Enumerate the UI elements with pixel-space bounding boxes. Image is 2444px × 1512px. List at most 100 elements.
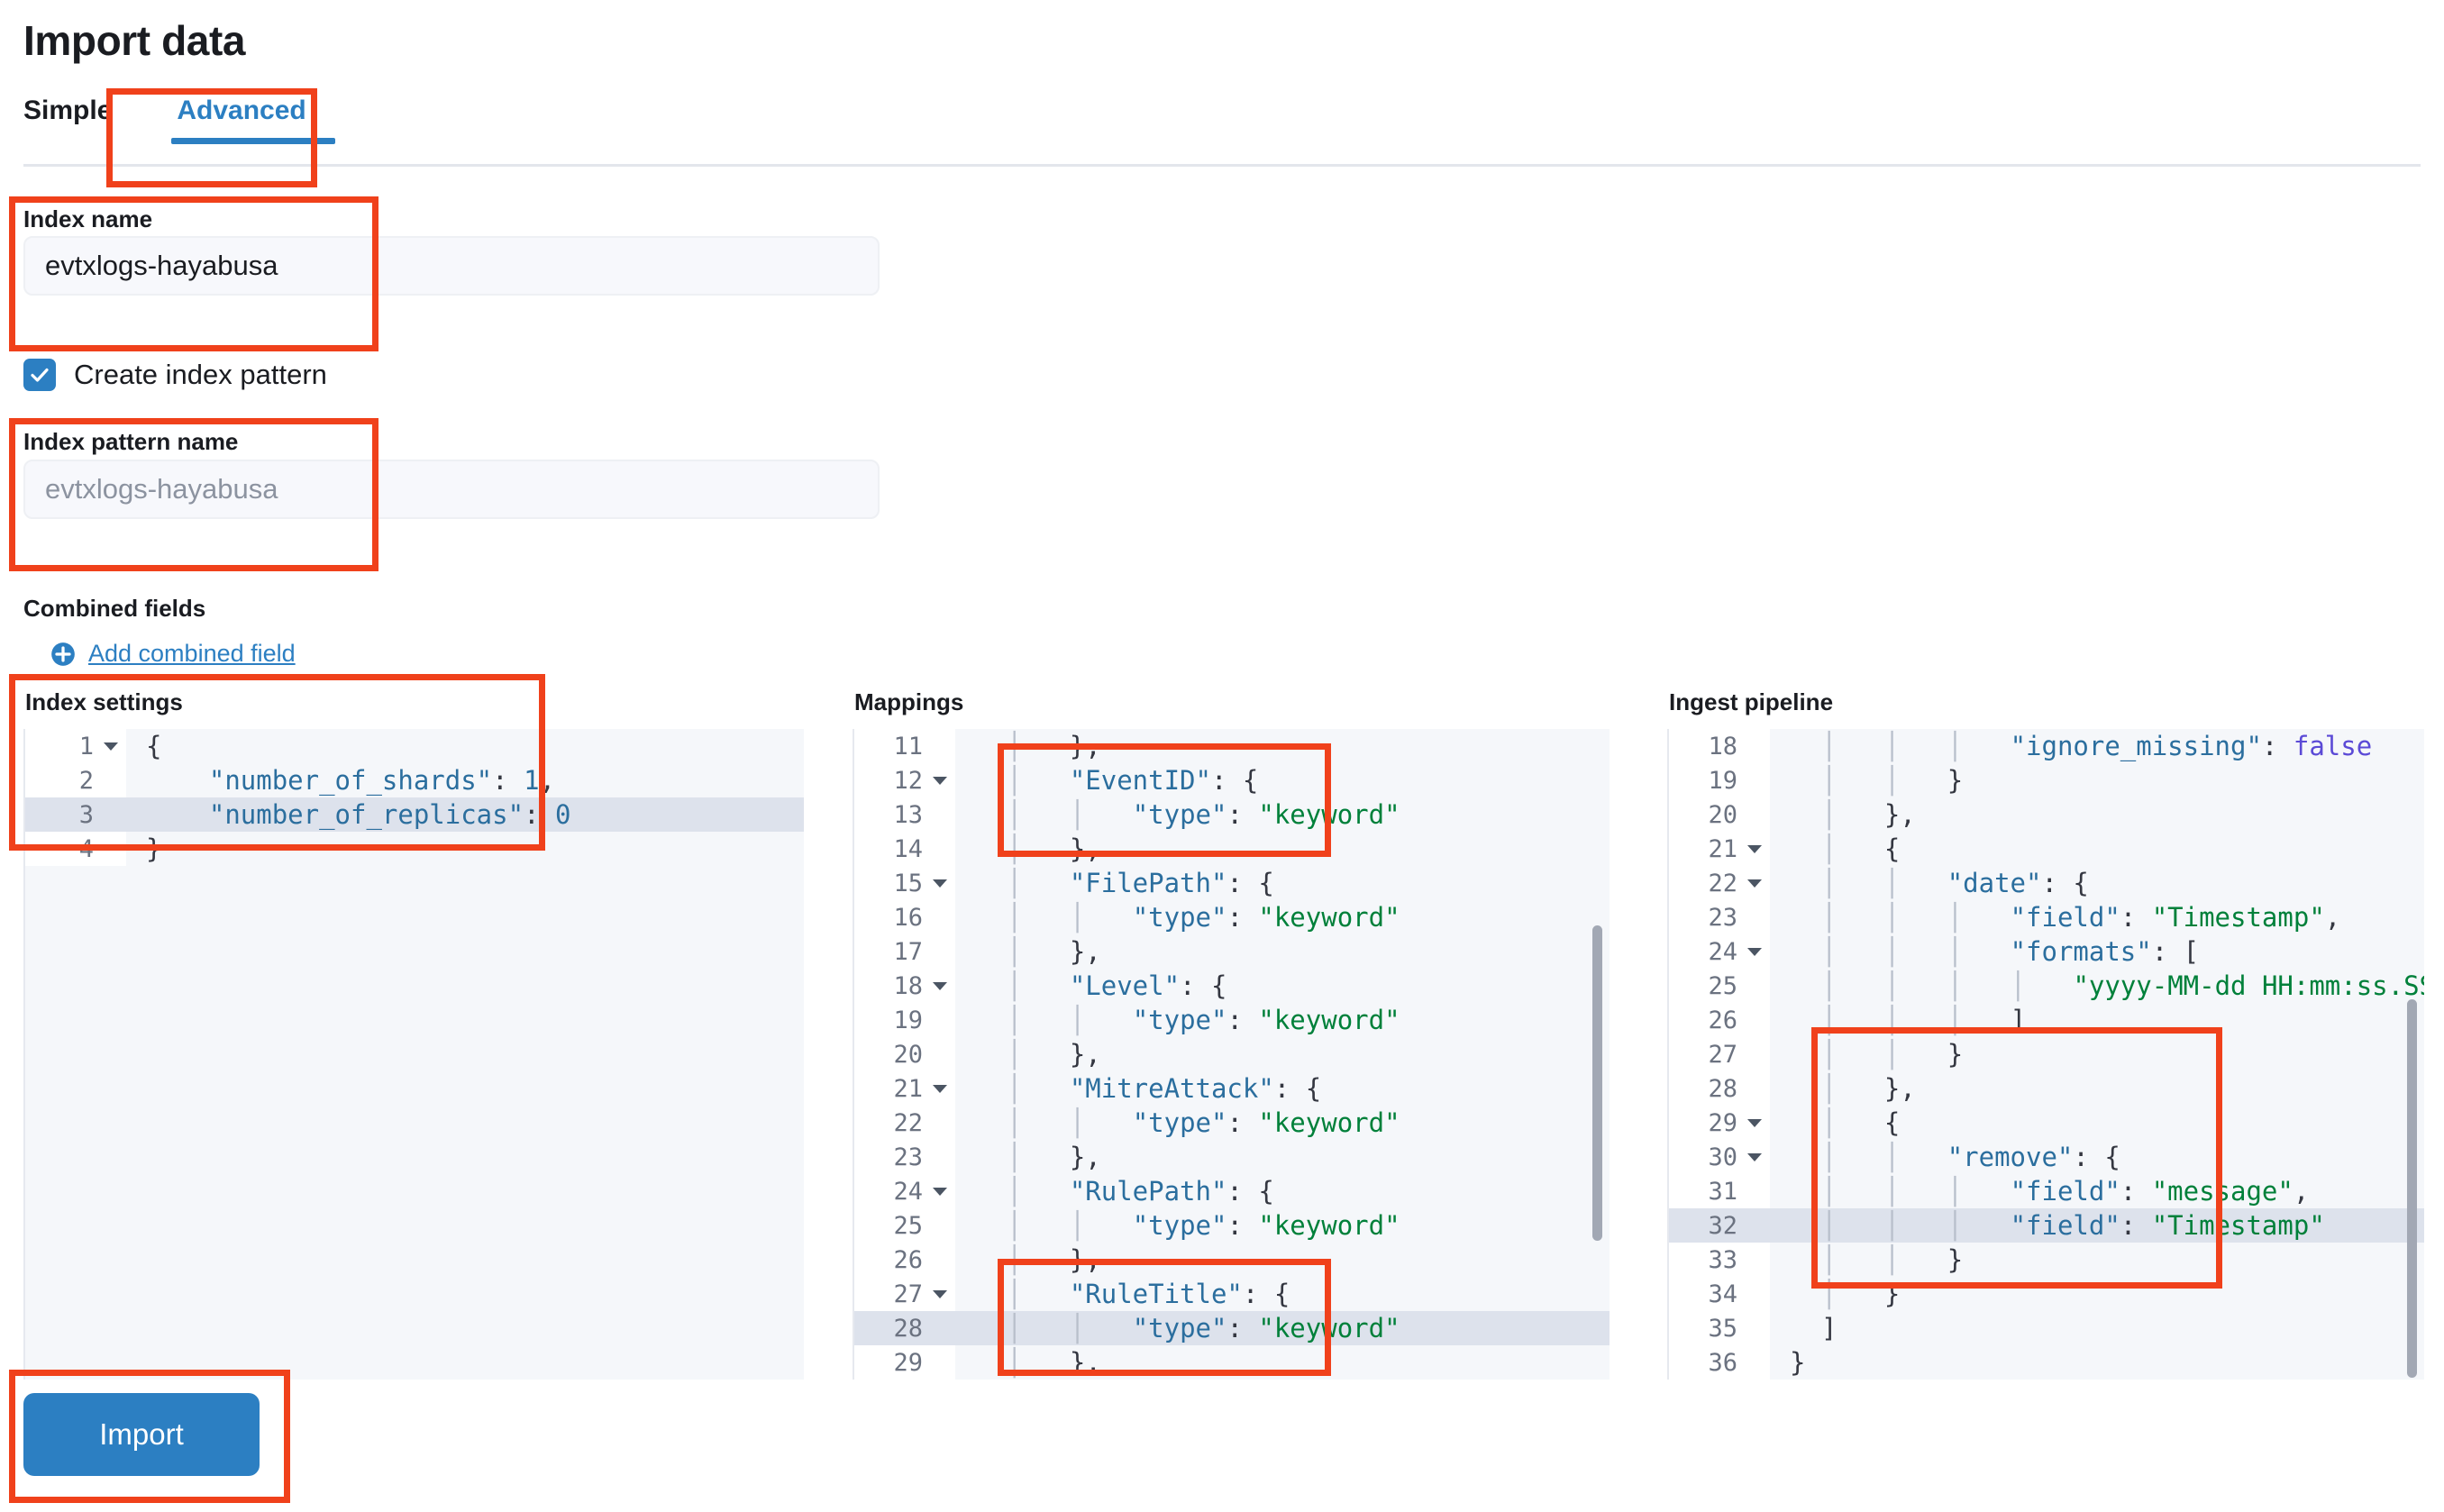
tab-simple[interactable]: Simple (23, 96, 113, 125)
index-settings-editor[interactable]: 1{2 "number_of_shards": 1,3 "number_of_r… (23, 729, 804, 1380)
editor-line[interactable]: 27 │ "RuleTitle": { (854, 1277, 1610, 1311)
line-number: 22 (854, 1106, 955, 1140)
mappings-editor[interactable]: 11 │ },12 │ "EventID": {13 │ │ "type": "… (853, 729, 1610, 1380)
editor-line[interactable]: 25 │ │ │ │ "yyyy-MM-dd HH:mm:ss.SSS XXX" (1669, 969, 2424, 1003)
editor-line[interactable]: 20 │ }, (854, 1037, 1610, 1071)
editor-line[interactable]: 18 │ "Level": { (854, 969, 1610, 1003)
editor-line[interactable]: 26 │ }, (854, 1243, 1610, 1277)
fold-caret-icon[interactable] (930, 879, 950, 888)
fold-caret-icon[interactable] (930, 981, 950, 990)
add-combined-field-button[interactable]: Add combined field (50, 640, 296, 668)
editor-line[interactable]: 11 │ }, (854, 729, 1610, 763)
line-number: 1 (25, 729, 126, 763)
create-index-pattern-row[interactable]: Create index pattern (23, 359, 327, 391)
line-number: 34 (1669, 1277, 1770, 1311)
fold-caret-icon[interactable] (101, 742, 121, 751)
editor-line[interactable]: 22 │ │ "date": { (1669, 866, 2424, 900)
mappings-heading: Mappings (854, 688, 964, 715)
editor-line[interactable]: 32 │ │ │ "field": "Timestamp" (1669, 1208, 2424, 1243)
ingest-pipeline-scrollbar[interactable] (2407, 999, 2417, 1378)
fold-caret-icon[interactable] (1745, 947, 1765, 956)
editor-line[interactable]: 28 │ │ "type": "keyword" (854, 1311, 1610, 1345)
code-text: │ }, (1006, 1039, 1101, 1070)
code-text: │ }, (1006, 1347, 1101, 1378)
editor-line[interactable]: 21 │ { (1669, 832, 2424, 866)
line-number: 25 (854, 1208, 955, 1243)
create-index-pattern-checkbox[interactable] (23, 359, 56, 391)
editor-line[interactable]: 23 │ }, (854, 1140, 1610, 1174)
editor-line[interactable]: 36} (1669, 1345, 2424, 1380)
page-title: Import data (23, 17, 246, 64)
index-name-label: Index name (23, 205, 153, 232)
code-text: │ }, (1820, 1073, 1916, 1104)
editor-line[interactable]: 14 │ }, (854, 832, 1610, 866)
code-text: │ │ "type": "keyword" (1006, 1313, 1400, 1343)
editor-line[interactable]: 21 │ "MitreAttack": { (854, 1071, 1610, 1106)
editor-line[interactable]: 28 │ }, (1669, 1071, 2424, 1106)
fold-caret-icon[interactable] (1745, 1118, 1765, 1127)
code-text: "number_of_replicas": 0 (208, 799, 571, 830)
editor-line[interactable]: 24 │ │ │ "formats": [ (1669, 934, 2424, 969)
editor-line[interactable]: 23 │ │ │ "field": "Timestamp", (1669, 900, 2424, 934)
editor-line[interactable]: 24 │ "RulePath": { (854, 1174, 1610, 1208)
fold-caret-icon[interactable] (930, 1084, 950, 1093)
code-text: │ │ │ "field": "Timestamp", (1820, 902, 2341, 933)
code-text: } (1790, 1347, 1806, 1378)
fold-caret-icon[interactable] (1745, 879, 1765, 888)
editor-line[interactable]: 4} (25, 832, 804, 866)
fold-caret-icon[interactable] (930, 776, 950, 785)
index-pattern-name-input[interactable]: evtxlogs-hayabusa (23, 460, 880, 519)
index-name-input[interactable]: evtxlogs-hayabusa (23, 236, 880, 296)
create-index-pattern-label: Create index pattern (74, 359, 327, 390)
code-text: │ │ "remove": { (1820, 1142, 2120, 1172)
editor-line[interactable]: 20 │ }, (1669, 797, 2424, 832)
code-text: │ "Level": { (1006, 970, 1227, 1001)
line-number: 28 (1669, 1071, 1770, 1106)
editor-line[interactable]: 34 │ } (1669, 1277, 2424, 1311)
editor-line[interactable]: 1{ (25, 729, 804, 763)
fold-caret-icon[interactable] (1745, 1152, 1765, 1161)
code-text: │ │ } (1820, 1244, 1964, 1275)
editor-line[interactable]: 27 │ │ } (1669, 1037, 2424, 1071)
line-number: 33 (1669, 1243, 1770, 1277)
editor-line[interactable]: 17 │ }, (854, 934, 1610, 969)
code-text: │ │ "type": "keyword" (1006, 799, 1400, 830)
editor-line[interactable]: 31 │ │ │ "field": "message", (1669, 1174, 2424, 1208)
line-number: 22 (1669, 866, 1770, 900)
line-number: 14 (854, 832, 955, 866)
editor-line[interactable]: 12 │ "EventID": { (854, 763, 1610, 797)
editor-line[interactable]: 25 │ │ "type": "keyword" (854, 1208, 1610, 1243)
editor-line[interactable]: 19 │ │ "type": "keyword" (854, 1003, 1610, 1037)
editor-line[interactable]: 19 │ │ } (1669, 763, 2424, 797)
editor-line[interactable]: 30 │ │ "remove": { (1669, 1140, 2424, 1174)
editor-line[interactable]: 2 "number_of_shards": 1, (25, 763, 804, 797)
line-number: 19 (854, 1003, 955, 1037)
editor-line[interactable]: 29 │ { (1669, 1106, 2424, 1140)
editor-line[interactable]: 18 │ │ │ "ignore_missing": false (1669, 729, 2424, 763)
line-number: 4 (25, 832, 126, 866)
editor-line[interactable]: 22 │ │ "type": "keyword" (854, 1106, 1610, 1140)
index-pattern-name-label: Index pattern name (23, 428, 239, 455)
code-text: │ │ "type": "keyword" (1006, 1210, 1400, 1241)
mappings-scrollbar[interactable] (1592, 925, 1602, 1241)
editor-line[interactable]: 13 │ │ "type": "keyword" (854, 797, 1610, 832)
code-text: │ │ } (1820, 765, 1964, 796)
code-text: } (146, 833, 162, 864)
fold-caret-icon[interactable] (930, 1289, 950, 1298)
editor-line[interactable]: 3 "number_of_replicas": 0 (25, 797, 804, 832)
editor-line[interactable]: 33 │ │ } (1669, 1243, 2424, 1277)
import-button[interactable]: Import (23, 1393, 260, 1476)
editor-line[interactable]: 26 │ │ │ ] (1669, 1003, 2424, 1037)
editor-line[interactable]: 16 │ │ "type": "keyword" (854, 900, 1610, 934)
editor-line[interactable]: 29 │ }, (854, 1345, 1610, 1380)
line-number: 30 (1669, 1140, 1770, 1174)
code-text: │ { (1820, 833, 1901, 864)
code-text: │ │ } (1820, 1039, 1964, 1070)
fold-caret-icon[interactable] (1745, 844, 1765, 853)
editor-line[interactable]: 35 ] (1669, 1311, 2424, 1345)
editor-line[interactable]: 15 │ "FilePath": { (854, 866, 1610, 900)
fold-caret-icon[interactable] (930, 1187, 950, 1196)
tab-advanced[interactable]: Advanced (144, 97, 338, 144)
